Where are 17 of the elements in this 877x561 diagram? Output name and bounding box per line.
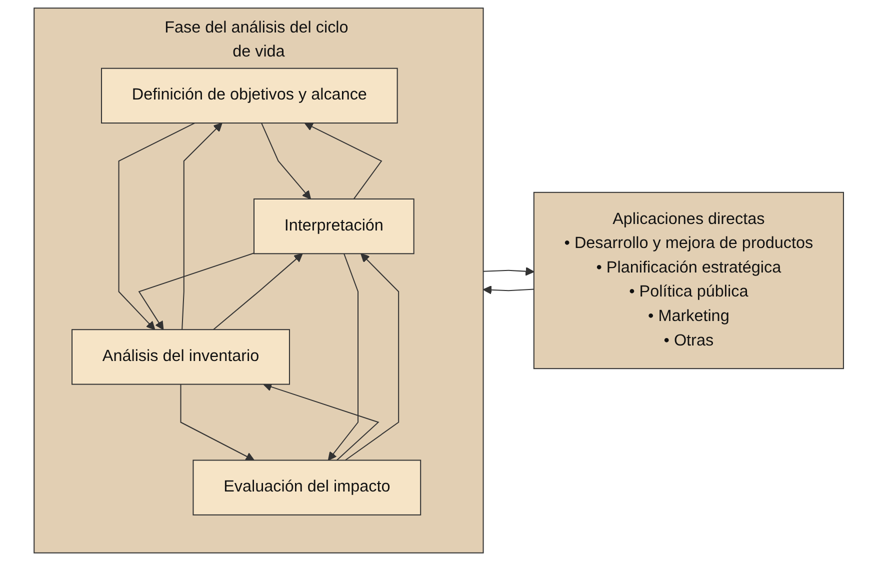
node-box: Evaluación del impacto xyxy=(192,460,421,516)
arrow xyxy=(138,252,254,330)
arrow xyxy=(482,285,534,294)
arrow xyxy=(482,266,534,276)
arrow xyxy=(344,253,399,461)
arrow xyxy=(260,122,311,200)
arrow xyxy=(180,384,254,461)
arrow xyxy=(181,122,222,330)
arrow xyxy=(118,122,195,330)
arrow xyxy=(212,253,303,330)
node-box: Análisis del inventario xyxy=(71,329,290,385)
arrow xyxy=(328,253,358,461)
node-box: Interpretación xyxy=(253,198,414,254)
arrow xyxy=(304,122,382,200)
arrow xyxy=(262,382,380,461)
node-box: Definición de objetivos y alcance xyxy=(100,68,398,124)
node-box: Aplicaciones directas • Desarrollo y mejora de productos • Planificación estratégica • Política pública • Marketing • Otras xyxy=(533,192,844,370)
